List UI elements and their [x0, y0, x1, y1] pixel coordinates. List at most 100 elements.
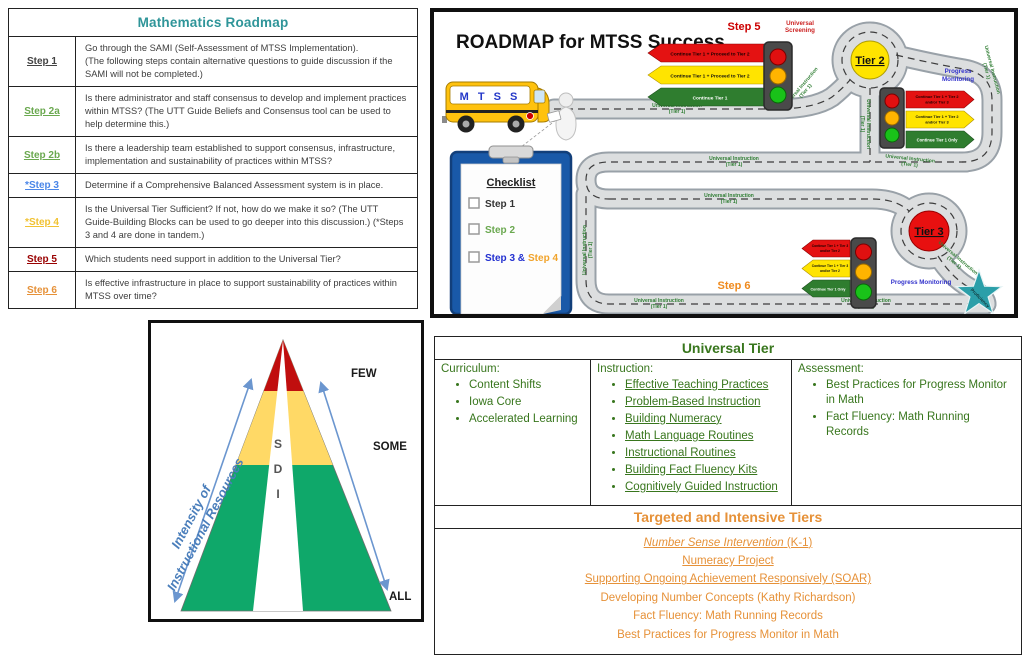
- traffic-light-screening: [763, 41, 793, 111]
- sdi-letter-i: I: [276, 487, 279, 501]
- list-item: Building Numeracy: [625, 412, 785, 427]
- left-axis-arrow: [172, 378, 254, 603]
- list-item: Iowa Core: [469, 395, 584, 410]
- sdi-channel: [253, 340, 303, 611]
- instruction-link[interactable]: Building Numeracy: [625, 412, 722, 425]
- checklist-step3-4: Step 3 &Step 4: [485, 253, 558, 264]
- few-label: FEW: [351, 368, 377, 380]
- mtss-roadmap-graphic: Tier 2 Tier 3 ROADMAP for MTSS Success U…: [430, 8, 1018, 318]
- tiers-panel: Universal Tier Curriculum: Content Shift…: [434, 336, 1022, 655]
- targeted-item: Best Practices for Progress Monitor in M…: [617, 628, 839, 641]
- step-3-link[interactable]: *Step 3: [8, 173, 76, 199]
- universal-tier-columns: Curriculum: Content Shifts Iowa Core Acc…: [435, 360, 1021, 505]
- bus-stop-light: [526, 112, 534, 120]
- road-label: Universal Instruction(Tier 1): [884, 153, 935, 170]
- instruction-link[interactable]: Problem-Based Instruction: [625, 395, 761, 408]
- step-2b-link[interactable]: Step 2b: [8, 136, 76, 175]
- instruction-link[interactable]: Instructional Routines: [625, 446, 736, 459]
- targeted-link[interactable]: Number Sense Intervention: [643, 536, 784, 549]
- tablet: [546, 110, 562, 123]
- checkbox-step1[interactable]: [468, 197, 480, 209]
- checklist-clipboard: Checklist Step 1 Step 2 Step 3 &Step 4: [449, 145, 573, 316]
- list-item: Fact Fluency: Math Running Records: [826, 410, 1015, 440]
- road-label: Universal Instruction(Tier 1): [634, 298, 684, 310]
- step-3-description: Determine if a Comprehensive Balanced As…: [75, 173, 418, 199]
- road-label: Universal Instruction(Tier 1): [704, 193, 754, 205]
- checklist-title: Checklist: [487, 177, 536, 189]
- tier3-label: Tier 3: [914, 226, 943, 238]
- step-4-description: Is the Universal Tier Sufficient? If not…: [75, 197, 418, 249]
- road-label: Universal Instruction(Tier 1): [709, 156, 759, 168]
- targeted-link[interactable]: Supporting Ongoing Achievement Responsiv…: [584, 573, 872, 586]
- all-label: ALL: [389, 591, 411, 603]
- assessment-column: Assessment: Best Practices for Progress …: [792, 360, 1021, 505]
- curriculum-column: Curriculum: Content Shifts Iowa Core Acc…: [435, 360, 591, 505]
- list-item: Math Language Routines: [625, 429, 785, 444]
- instruction-column: Instruction: Effective Teaching Practice…: [591, 360, 792, 505]
- some-label: SOME: [373, 441, 407, 453]
- instruction-link[interactable]: Cognitively Guided Instruction: [625, 480, 778, 493]
- checkbox-step3-4[interactable]: [468, 251, 480, 263]
- sdi-letter-d: D: [274, 462, 283, 476]
- arrow-red-label: Continue Tier 1 + Proceed to Tier 2: [670, 52, 749, 58]
- tier2-roundabout: Tier 2: [850, 40, 890, 80]
- sdi-letter-s: S: [274, 437, 282, 451]
- step-6-link[interactable]: Step 6: [8, 271, 76, 310]
- targeted-tiers-list: Number Sense Intervention (K-1) Numeracy…: [435, 529, 1021, 654]
- road-label: Universal Instruction(Tier 1): [859, 99, 871, 149]
- instruction-link[interactable]: Math Language Routines: [625, 429, 754, 442]
- right-axis-arrow: [318, 381, 390, 591]
- step-2a-link[interactable]: Step 2a: [8, 86, 76, 138]
- instruction-link[interactable]: Effective Teaching Practices: [625, 379, 769, 391]
- arrow-green-label: Continue Tier 1 Only: [810, 288, 845, 292]
- step6-label: Step 6: [717, 280, 750, 292]
- step-5-link[interactable]: Step 5: [8, 247, 76, 273]
- table-title: Mathematics Roadmap: [8, 8, 418, 37]
- arrow-green-label: Continue Tier 1 Only: [917, 138, 959, 143]
- targeted-tiers-title: Targeted and Intensive Tiers: [435, 504, 1021, 529]
- universal-tier-title: Universal Tier: [435, 337, 1021, 360]
- road-label: Universal Instruction(Tier 1): [582, 225, 594, 275]
- list-item: Content Shifts: [469, 378, 584, 393]
- instruction-heading: Instruction:: [597, 363, 654, 375]
- proficiency-star: Proficiency: [954, 268, 1004, 315]
- checkbox-step2[interactable]: [468, 223, 480, 235]
- instruction-link[interactable]: Building Fact Fluency Kits: [625, 463, 758, 476]
- targeted-link[interactable]: Numeracy Project: [682, 554, 774, 567]
- tier2-label: Tier 2: [855, 55, 884, 67]
- bus-mtss-letters: M T S S: [460, 91, 521, 103]
- school-bus: M T S S: [442, 81, 550, 133]
- list-item: Problem-Based Instruction: [625, 395, 785, 410]
- checklist-step2: Step 2: [485, 225, 515, 236]
- screening-decision-arrows: Continue Tier 1 + Proceed to Tier 2 Cont…: [647, 43, 765, 107]
- list-item: Effective Teaching Practices: [625, 378, 785, 393]
- roadmap-svg: Tier 2 Tier 3 ROADMAP for MTSS Success U…: [442, 20, 1004, 316]
- assessment-heading: Assessment:: [798, 363, 864, 375]
- targeted-item: Fact Fluency: Math Running Records: [633, 610, 823, 623]
- step-4-link[interactable]: *Step 4: [8, 197, 76, 249]
- step-1-link[interactable]: Step 1: [8, 35, 76, 88]
- targeted-link-suffix[interactable]: (K-1): [783, 536, 813, 549]
- list-item: Best Practices for Progress Monitor in M…: [826, 378, 1015, 408]
- step-1-description: Go through the SAMI (Self-Assessment of …: [75, 35, 418, 88]
- traffic-light-tier3: [850, 237, 877, 309]
- pyramid-svg: S D I FEW SOME ALL Intensity ofInstructi…: [164, 338, 411, 612]
- targeted-item: Numeracy Project: [435, 552, 1021, 570]
- progress-monitoring-tier3-label: Progress Monitoring: [891, 279, 952, 286]
- step-5-description: Which students need support in addition …: [75, 247, 418, 273]
